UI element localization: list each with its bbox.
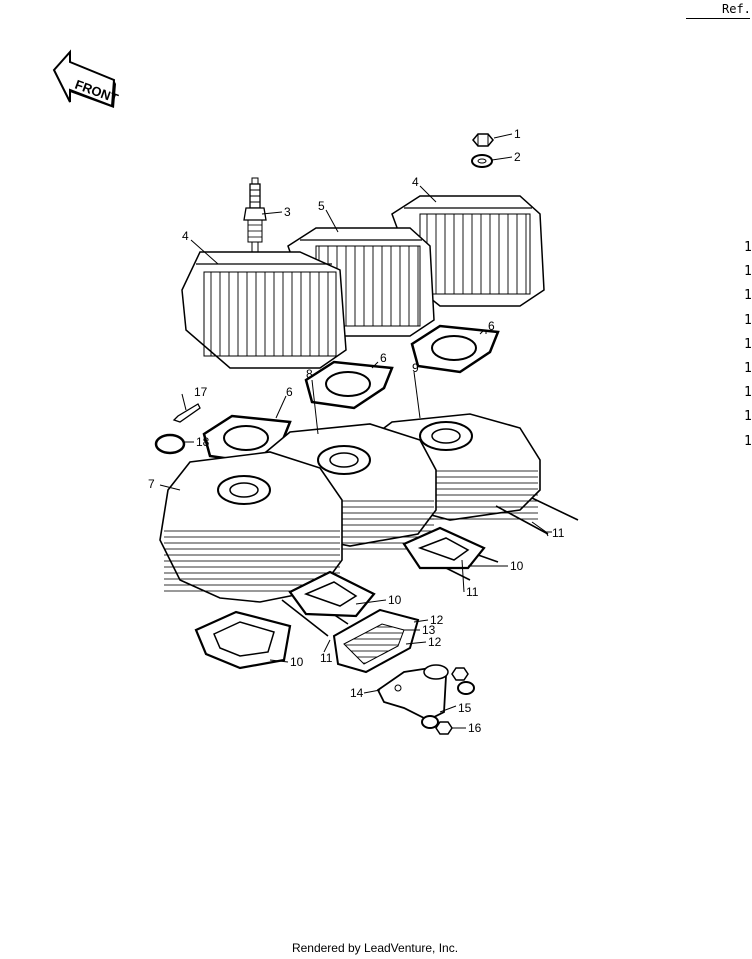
callout-number: 6 xyxy=(286,385,293,399)
callout-number: 5 xyxy=(318,199,325,213)
callout-number: 10 xyxy=(510,559,524,573)
ref-label: Ref. xyxy=(722,2,751,16)
callout-number: 18 xyxy=(196,435,210,449)
right-edge-numbers: 1 1 1 1 1 1 1 1 1 xyxy=(744,236,752,454)
reed-valve-assembly xyxy=(332,608,420,674)
nut-part xyxy=(472,133,494,147)
callout-number: 1 xyxy=(514,127,521,141)
edge-number: 1 xyxy=(744,361,752,377)
callout-number: 4 xyxy=(412,175,419,189)
cylinder-left xyxy=(159,451,343,603)
head-gasket-right xyxy=(410,324,500,374)
callout-number: 10 xyxy=(290,655,304,669)
callout-number: 13 xyxy=(422,623,436,637)
edge-number: 1 xyxy=(744,312,752,328)
edge-number: 1 xyxy=(744,264,752,280)
footer-credit: Rendered by LeadVenture, Inc. xyxy=(291,941,459,955)
leader-lines xyxy=(159,133,552,729)
callout-number: 8 xyxy=(306,367,313,381)
callout-number: 4 xyxy=(182,229,189,243)
head-gasket-center xyxy=(304,360,394,410)
intake-gasket-center xyxy=(288,570,376,618)
callout-number: 12 xyxy=(430,613,444,627)
callout-number: 10 xyxy=(388,593,402,607)
dowel-pin-part xyxy=(172,403,201,423)
callout-number: 6 xyxy=(380,351,387,365)
callout-number: 11 xyxy=(320,651,333,665)
intake-manifold-part xyxy=(376,664,449,722)
callout-number: 15 xyxy=(458,701,472,715)
callout-number: 11 xyxy=(466,585,479,599)
callout-number: 14 xyxy=(350,686,364,700)
callout-number: 16 xyxy=(468,721,482,735)
edge-number: 1 xyxy=(744,385,752,401)
callout-number: 7 xyxy=(148,477,155,491)
callout-number: 17 xyxy=(194,385,208,399)
edge-number: 1 xyxy=(744,240,752,255)
callout-number: 2 xyxy=(514,150,521,164)
edge-number: 1 xyxy=(744,433,752,449)
intake-gasket-right xyxy=(402,526,486,570)
cylinder-head-left xyxy=(181,251,347,369)
spark-plug-part xyxy=(243,177,267,253)
edge-number: 1 xyxy=(744,288,752,304)
ref-rule xyxy=(686,18,750,19)
front-arrow-icon: FRONT xyxy=(52,49,120,108)
callout-number: 3 xyxy=(284,205,291,219)
callout-number: 11 xyxy=(552,526,565,540)
callout-number: 12 xyxy=(428,635,442,649)
callout-number: 6 xyxy=(488,319,495,333)
o-ring-part xyxy=(154,433,186,455)
edge-number: 1 xyxy=(744,336,752,352)
edge-number: 1 xyxy=(744,409,752,425)
manifold-washers xyxy=(421,681,475,729)
callout-number: 9 xyxy=(412,361,419,375)
intake-gasket-left xyxy=(194,610,292,670)
washer-part xyxy=(471,154,493,168)
callout-labels: 1 2 3 4 4 5 6 6 6 7 8 9 10 10 10 11 11 1… xyxy=(148,127,565,735)
